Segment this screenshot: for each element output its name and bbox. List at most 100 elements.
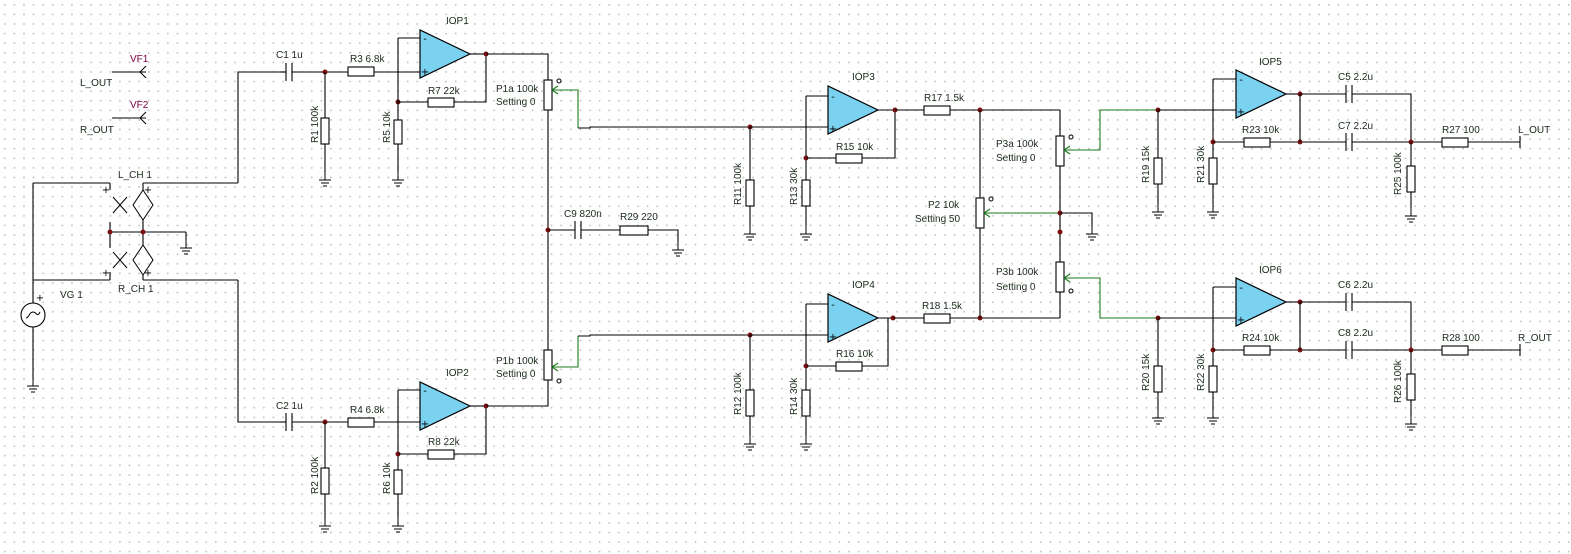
potentiometer-p3b[interactable] bbox=[1055, 261, 1158, 319]
opamp-iop5[interactable] bbox=[1213, 69, 1300, 119]
opamp-iop3[interactable] bbox=[806, 85, 895, 135]
capacitor-c8[interactable] bbox=[1345, 341, 1442, 359]
iop1-label: IOP1 bbox=[446, 16, 469, 27]
r5-label: R5 10k bbox=[382, 110, 393, 143]
p1b-setting: Setting 0 bbox=[496, 369, 536, 380]
p2-label: P2 10k bbox=[928, 200, 960, 211]
resistor-r20[interactable] bbox=[1151, 318, 1165, 425]
capacitor-c2[interactable] bbox=[280, 413, 348, 431]
resistor-r4[interactable] bbox=[347, 417, 420, 428]
iop3-minus: - bbox=[831, 92, 835, 103]
capacitor-c1[interactable] bbox=[280, 63, 348, 81]
iop4-label: IOP4 bbox=[852, 280, 875, 291]
resistor-r19[interactable] bbox=[1151, 110, 1165, 219]
p3a-label: P3a 100k bbox=[996, 139, 1039, 150]
resistor-r16[interactable] bbox=[835, 318, 889, 372]
r17-label: R17 1.5k bbox=[924, 93, 965, 104]
lch1-plus-sign-2: + bbox=[144, 185, 152, 196]
p3b-setting: Setting 0 bbox=[996, 282, 1036, 293]
resistor-r5[interactable] bbox=[391, 119, 405, 187]
resistor-r27[interactable] bbox=[1441, 137, 1520, 148]
capacitor-c6[interactable] bbox=[1300, 293, 1412, 350]
resistor-r22[interactable] bbox=[1206, 365, 1220, 425]
iop3-plus: + bbox=[829, 124, 837, 135]
resistor-r29[interactable] bbox=[619, 225, 685, 257]
r13-label: R13 30k bbox=[789, 167, 800, 205]
iop2-label: IOP2 bbox=[446, 368, 469, 379]
iop5-minus: - bbox=[1239, 75, 1243, 86]
opamp-iop2[interactable] bbox=[398, 381, 486, 431]
iop4-minus: - bbox=[831, 300, 835, 311]
c1-label: C1 1u bbox=[276, 50, 303, 61]
vf1-label: VF1 bbox=[130, 54, 149, 65]
resistor-r2[interactable] bbox=[318, 422, 332, 533]
resistor-r26[interactable] bbox=[1404, 350, 1418, 431]
resistor-r11[interactable] bbox=[743, 127, 757, 241]
resistor-r7[interactable] bbox=[427, 54, 487, 108]
iop5-label: IOP5 bbox=[1259, 57, 1282, 68]
resistor-r12[interactable] bbox=[743, 335, 757, 451]
r3-label: R3 6.8k bbox=[350, 54, 385, 65]
opamp-iop6[interactable] bbox=[1213, 277, 1300, 327]
c2-label: C2 1u bbox=[276, 401, 303, 412]
resistor-r28[interactable] bbox=[1441, 345, 1520, 356]
resistor-r25[interactable] bbox=[1404, 142, 1418, 223]
r1-label: R1 100k bbox=[310, 105, 321, 143]
r26-label: R26 100k bbox=[1393, 359, 1404, 403]
dependent-source-lch1[interactable] bbox=[109, 182, 238, 235]
r15-label: R15 10k bbox=[836, 142, 874, 153]
resistor-r8[interactable] bbox=[427, 406, 487, 460]
c6-label: C6 2.2u bbox=[1338, 280, 1373, 291]
resistor-r13[interactable] bbox=[799, 179, 813, 241]
capacitor-c9[interactable] bbox=[548, 221, 620, 239]
r23-label: R23 10k bbox=[1242, 125, 1280, 136]
r18-label: R18 1.5k bbox=[922, 301, 963, 312]
vg1-label: VG 1 bbox=[60, 290, 83, 301]
p1a-label: P1a 100k bbox=[496, 84, 539, 95]
iop6-plus: + bbox=[1237, 315, 1245, 326]
r29-label: R29 220 bbox=[620, 212, 658, 223]
iop3-label: IOP3 bbox=[852, 72, 875, 83]
r21-label: R21 30k bbox=[1196, 145, 1207, 183]
opamp-iop4[interactable] bbox=[806, 293, 895, 343]
voltage-source-vg1[interactable] bbox=[20, 183, 46, 393]
l-ch1-label: L_CH 1 bbox=[118, 170, 152, 181]
c9-label: C9 820n bbox=[564, 209, 602, 220]
potentiometer-p1a[interactable] bbox=[543, 79, 579, 128]
r22-label: R22 30k bbox=[1196, 353, 1207, 391]
resistor-r23[interactable] bbox=[1243, 137, 1346, 148]
vg1-plus-sign: + bbox=[36, 293, 44, 304]
resistor-r15[interactable] bbox=[835, 110, 896, 164]
capacitor-c7[interactable] bbox=[1345, 133, 1442, 151]
resistor-r24[interactable] bbox=[1243, 345, 1346, 356]
potentiometer-p1b[interactable] bbox=[543, 336, 579, 381]
resistor-r6[interactable] bbox=[391, 469, 405, 533]
iop5-plus: + bbox=[1237, 107, 1245, 118]
voltmeter-vf2[interactable] bbox=[112, 111, 147, 125]
resistor-r1[interactable] bbox=[318, 72, 332, 187]
l-out-meter-label: L_OUT bbox=[80, 78, 112, 89]
lch1-plus-sign: + bbox=[102, 185, 110, 196]
resistor-r17[interactable] bbox=[923, 105, 1060, 116]
resistor-r14[interactable] bbox=[799, 389, 813, 451]
resistor-r21[interactable] bbox=[1206, 157, 1220, 219]
r4-label: R4 6.8k bbox=[350, 405, 385, 416]
iop6-minus: - bbox=[1239, 283, 1243, 294]
dependent-source-rch1[interactable] bbox=[109, 235, 238, 281]
c7-label: C7 2.2u bbox=[1338, 121, 1373, 132]
r12-label: R12 100k bbox=[733, 371, 744, 415]
voltmeter-vf1[interactable] bbox=[112, 65, 147, 79]
potentiometer-p2[interactable] bbox=[975, 110, 1060, 318]
opamp-iop1[interactable] bbox=[398, 29, 486, 79]
r11-label: R11 100k bbox=[733, 162, 744, 205]
potentiometer-p3a[interactable] bbox=[1055, 109, 1158, 262]
resistor-r3[interactable] bbox=[347, 66, 420, 77]
l-out-label: L_OUT bbox=[1518, 125, 1550, 136]
r27-label: R27 100 bbox=[1442, 125, 1480, 136]
capacitor-c5[interactable] bbox=[1300, 85, 1412, 142]
c8-label: C8 2.2u bbox=[1338, 328, 1373, 339]
resistor-r18[interactable] bbox=[923, 313, 1060, 324]
r20-label: R20 15k bbox=[1141, 353, 1152, 391]
